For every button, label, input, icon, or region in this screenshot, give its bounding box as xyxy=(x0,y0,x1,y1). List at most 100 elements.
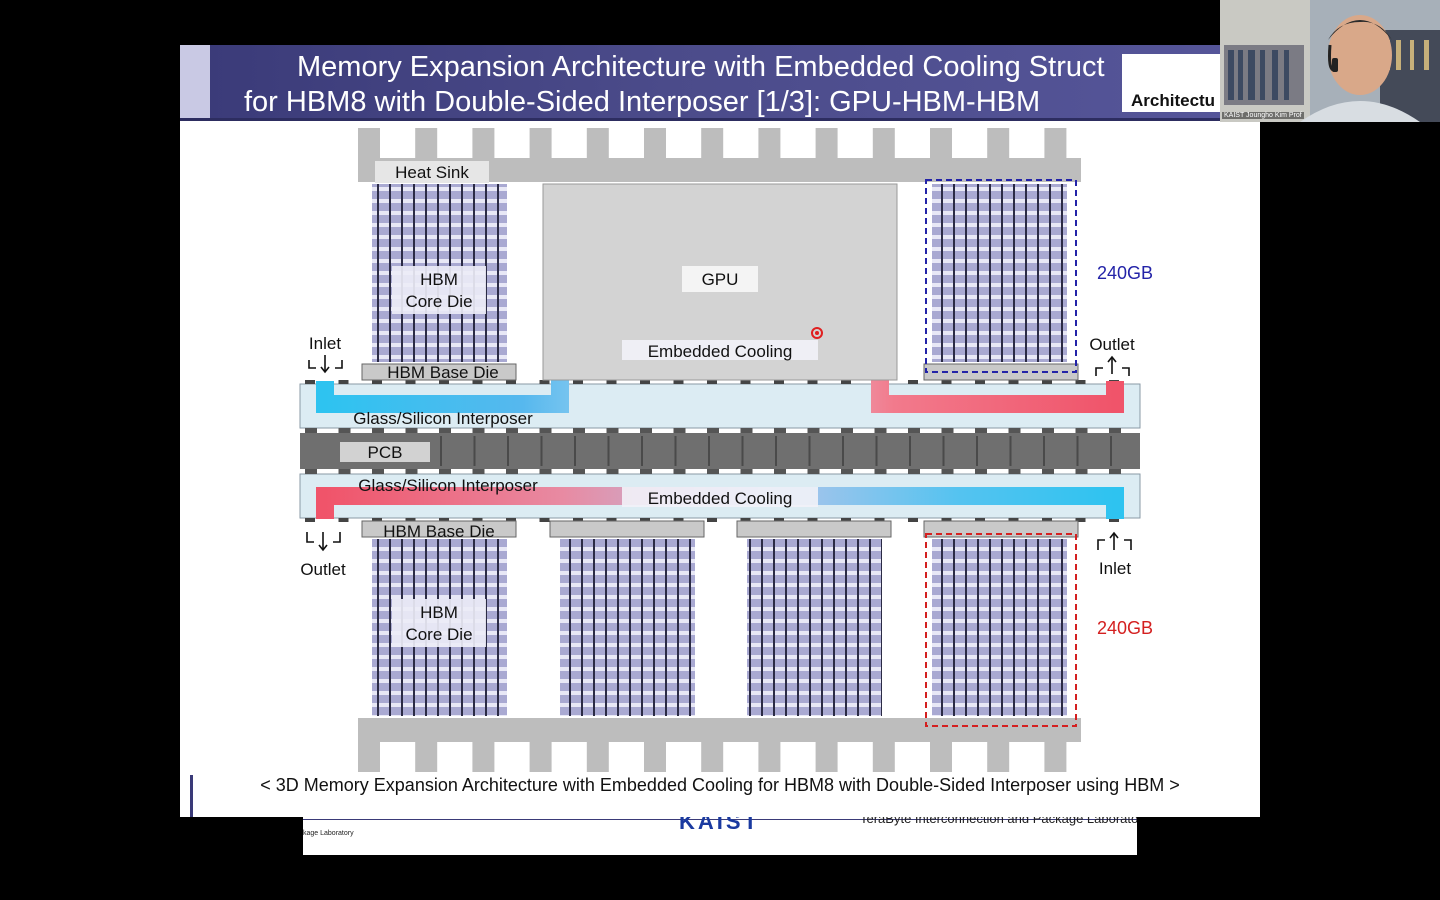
bump xyxy=(807,518,818,522)
pcb-via xyxy=(641,436,643,466)
heat-sink-fin xyxy=(930,128,952,160)
heat-sink-fin xyxy=(701,128,724,160)
bump xyxy=(1008,518,1019,522)
bump xyxy=(506,380,516,384)
heat-sink-fin xyxy=(930,740,952,772)
heat-sink-fin xyxy=(644,740,666,772)
capacity-box-top xyxy=(925,179,1077,373)
bump xyxy=(673,428,686,433)
slide: Memory Expansion Architecture with Embed… xyxy=(180,45,1260,817)
footer-lab-left: kage Laboratory xyxy=(303,830,354,837)
bump xyxy=(774,428,786,433)
bump xyxy=(640,428,652,433)
bump xyxy=(673,380,684,384)
bump xyxy=(305,428,317,433)
heat-sink-fin xyxy=(358,128,380,160)
label-interposer-bottom: Glass/Silicon Interposer xyxy=(358,476,538,495)
bump xyxy=(472,428,485,433)
bump xyxy=(1042,518,1052,522)
bump xyxy=(573,469,585,474)
heat-sink-fin xyxy=(758,128,781,160)
bump xyxy=(740,469,753,474)
pcb-via xyxy=(574,436,576,466)
pcb-via xyxy=(842,436,844,466)
webcam-overlay: KAIST Joungho Kim Prof xyxy=(1220,0,1440,122)
label-hbm-base-die-top: HBM Base Die xyxy=(387,363,498,382)
pcb-via xyxy=(875,436,878,466)
label-hbm-core-bot-1: HBM xyxy=(420,603,458,622)
heat-sink-fin xyxy=(815,740,838,772)
bump xyxy=(305,469,317,474)
label-inlet-top: Inlet xyxy=(309,334,341,353)
bump xyxy=(573,518,583,522)
label-hbm-core-bot-2: Core Die xyxy=(405,625,472,644)
heat-sink-fin xyxy=(1044,128,1067,160)
outlet-arrow-top xyxy=(1095,355,1130,376)
pcb-via xyxy=(942,436,945,466)
hbm-stack-top-right xyxy=(932,184,1067,362)
label-hbm-core-top-1: HBM xyxy=(420,270,458,289)
bump xyxy=(472,518,483,522)
bump xyxy=(673,518,684,522)
bump xyxy=(1008,469,1021,474)
bump xyxy=(1075,428,1088,433)
bump xyxy=(405,428,418,433)
diagram-caption: < 3D Memory Expansion Architecture with … xyxy=(260,775,1180,795)
bump xyxy=(740,518,751,522)
pcb-via xyxy=(708,436,710,466)
pcb-via xyxy=(741,436,744,466)
bump xyxy=(305,518,315,522)
hbm-base-die-top-left xyxy=(361,363,517,381)
bump xyxy=(439,469,451,474)
footer-kaist-logo: KAIST xyxy=(679,817,760,834)
slide-footer: kage Laboratory KAIST TeraByte Interconn… xyxy=(303,817,1137,855)
caption-bar xyxy=(190,775,193,817)
bump xyxy=(841,380,851,384)
heat-sink-fin xyxy=(358,740,380,772)
laser-pointer xyxy=(811,327,823,339)
heat-sink-fin xyxy=(815,128,838,160)
hbm-stack-bottom-right xyxy=(932,539,1067,716)
bump xyxy=(640,469,652,474)
bump xyxy=(439,380,449,384)
title-accent xyxy=(180,45,210,119)
bump xyxy=(573,380,583,384)
bump xyxy=(539,428,552,433)
bump xyxy=(908,380,918,384)
bump xyxy=(506,428,518,433)
bump xyxy=(439,518,449,522)
webcam-name-label: KAIST Joungho Kim Prof xyxy=(1222,112,1304,119)
label-embedded-cooling-top: Embedded Cooling xyxy=(648,342,793,361)
bump xyxy=(807,469,820,474)
bump xyxy=(874,518,885,522)
bump xyxy=(372,380,382,384)
bump xyxy=(606,469,619,474)
bump xyxy=(908,428,920,433)
hbm-base-die-bottom-3 xyxy=(736,520,892,538)
bump xyxy=(405,469,418,474)
bump xyxy=(1042,469,1054,474)
bump xyxy=(439,428,451,433)
bump xyxy=(1008,380,1019,384)
title-tab-label: Architectu xyxy=(1131,91,1216,110)
bump xyxy=(1109,428,1121,433)
bump xyxy=(807,380,818,384)
footer-lab-right: TeraByte Interconnection and Package Lab… xyxy=(860,817,1137,826)
pcb-via xyxy=(607,436,610,466)
bump xyxy=(338,469,351,474)
bump xyxy=(975,380,985,384)
heat-sink-bottom xyxy=(358,718,1081,772)
pcb-via xyxy=(440,436,442,466)
bump xyxy=(673,469,686,474)
architecture-diagram: Heat Sink HBM Core Die HBM Core Die GPU … xyxy=(299,128,1153,772)
label-embedded-cooling-bottom: Embedded Cooling xyxy=(648,489,793,508)
title-band xyxy=(180,45,1260,119)
label-heat-sink: Heat Sink xyxy=(395,163,469,182)
bump xyxy=(707,380,717,384)
inlet-arrow-bottom xyxy=(1097,531,1132,550)
heat-sink-fin xyxy=(758,740,781,772)
bump xyxy=(841,469,853,474)
bump xyxy=(1042,380,1052,384)
title-tab: Architectu xyxy=(1122,54,1220,112)
bump xyxy=(1109,518,1119,522)
